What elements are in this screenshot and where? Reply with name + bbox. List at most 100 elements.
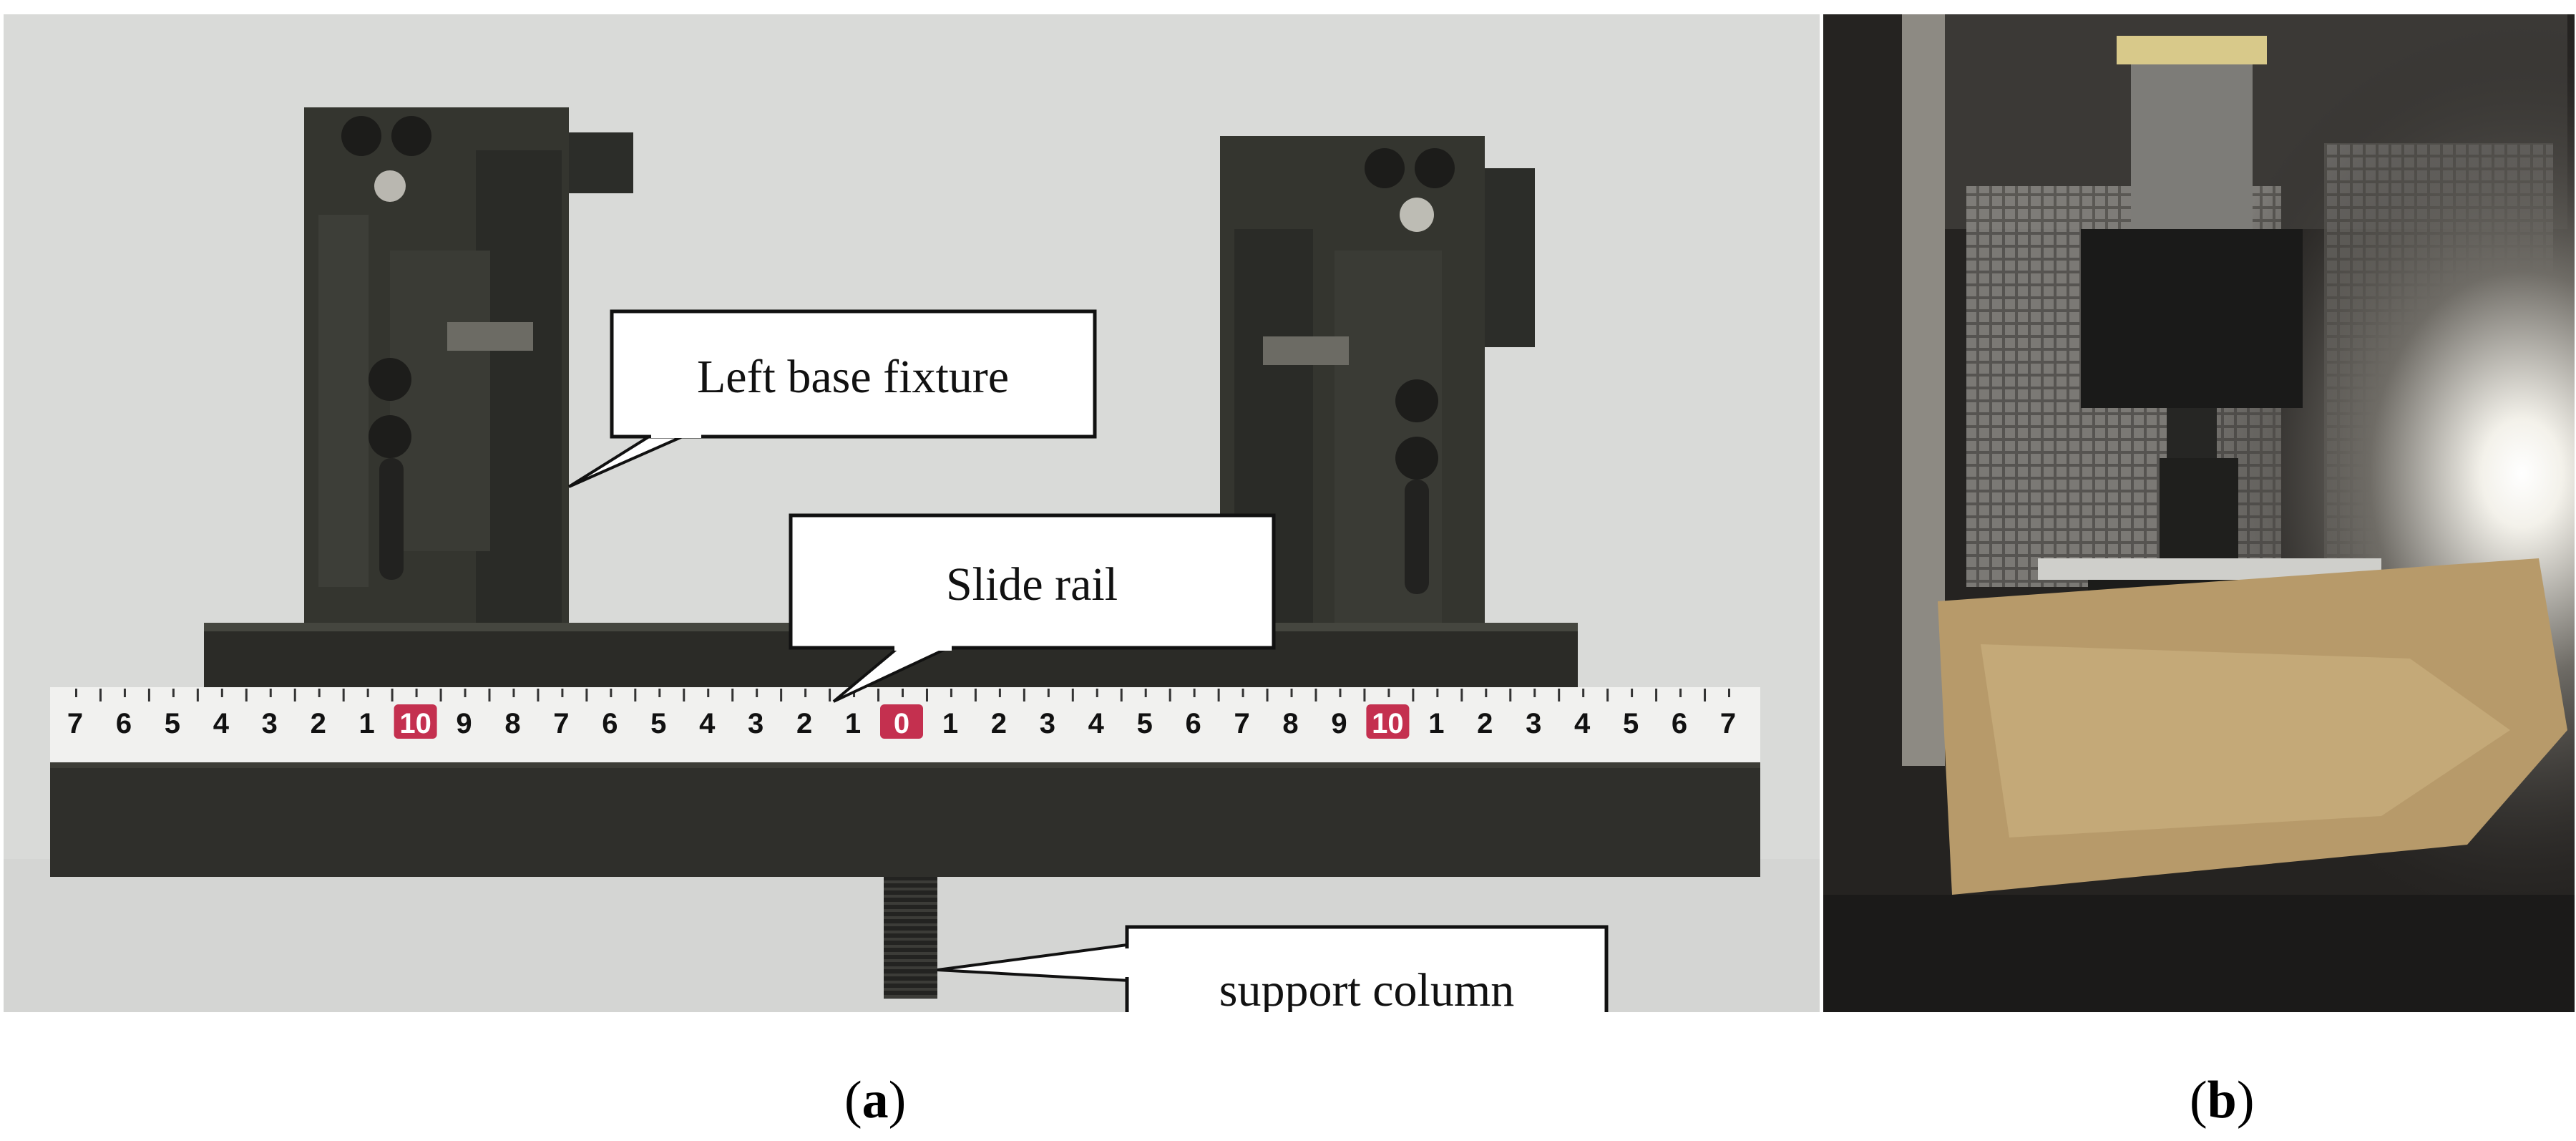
ruler-tick [1047,689,1050,697]
ruler-tick [950,689,952,697]
ruler-tick [1266,689,1269,701]
callout-support-column-text: support column [1219,964,1514,1012]
panel-label-b-letter: b [2207,1071,2237,1130]
ruler-tick [829,689,831,701]
ruler-tick [172,689,175,697]
ruler-tick [731,689,734,701]
ruler-tick [1558,689,1561,701]
ruler-number: 7 [553,708,569,739]
panel-label-a: (a) [844,1070,906,1131]
ruler-number: 7 [1720,708,1736,739]
ruler-tick [1704,689,1707,701]
ruler-number: 10 [399,708,431,739]
ruler-number: 3 [262,708,278,739]
ruler-number: 4 [1574,708,1591,739]
ruler-tick [1606,689,1609,701]
ruler-number: 5 [650,708,666,739]
ruler-number: 6 [1186,708,1201,739]
test-chamber-photo [1823,14,2575,1012]
ruler-tick [1485,689,1488,697]
ruler-tick [1631,689,1634,697]
ruler-tick [1655,689,1658,701]
ruler-tick [1728,689,1730,697]
ruler-tick [902,689,904,697]
ruler-number: 3 [748,708,763,739]
ruler-number: 5 [1623,708,1639,739]
ruler-number: 2 [1477,708,1493,739]
ruler-tick [1314,689,1317,701]
left-fixture-body [304,107,633,623]
ruler-tick [537,689,540,701]
ruler-tick [1217,689,1220,701]
ruler-tick [1339,689,1342,697]
ruler-tick [780,689,783,701]
ruler-tick [75,689,77,697]
ruler-number: 8 [504,708,520,739]
ruler-tick [245,689,248,701]
ruler-tick [1533,689,1536,697]
callout-left-base-fixture: Left base fixture [567,309,1097,488]
ruler-tick [998,689,1001,697]
ruler-red-marker [1366,704,1410,739]
ruler-number: 5 [165,708,180,739]
ruler-tick [439,689,442,701]
ruler-tick [147,689,150,701]
callout-support-column: support column [937,925,1609,1012]
ruler-tick [1290,689,1293,697]
ruler-tick [877,689,880,701]
ruler-tick [391,689,394,701]
ruler-tick [342,689,345,701]
ruler-tick [707,689,710,697]
ruler-number: 5 [1137,708,1153,739]
ruler-red-marker [394,704,437,739]
ruler-number: 1 [942,708,958,739]
ruler-tick [293,689,296,701]
ruler-number: 6 [116,708,132,739]
ruler-tick [1193,689,1196,697]
ruler-number: 1 [359,708,375,739]
ruler-red-marker [880,704,923,739]
ruler-number: 1 [845,708,861,739]
ruler-number: 2 [311,708,326,739]
ruler-number: 8 [1282,708,1298,739]
callout-left-base-fixture-text: Left base fixture [697,351,1009,403]
ruler-number: 7 [1234,708,1249,739]
ruler-tick [634,689,637,701]
ruler-number: 10 [1372,708,1404,739]
panel-label-b-close: ) [2236,1071,2255,1130]
ruler-number: 4 [213,708,230,739]
ruler-tick [1679,689,1682,697]
ruler-number: 9 [1331,708,1347,739]
panel-label-b-open: ( [2190,1071,2207,1130]
ruler-number: 4 [1088,708,1105,739]
ruler-tick [269,689,272,697]
ruler-number: 7 [67,708,83,739]
ruler-tick [366,689,369,697]
test-chamber-graphic [1823,14,2575,1012]
ruler-number: 9 [456,708,472,739]
ruler-tick [585,689,588,701]
ruler-tick [99,689,102,701]
ruler-tick [1412,689,1415,701]
ruler-tick [610,689,613,697]
ruler-tick [220,689,223,697]
panel-label-b: (b) [2190,1070,2254,1131]
ruler-tick [415,689,418,697]
ruler-tick [756,689,758,697]
ruler-number: 3 [1526,708,1541,739]
ruler-tick [1363,689,1366,701]
ruler-tick [512,689,515,697]
ruler-tick [1241,689,1244,697]
ruler-tick [1144,689,1147,697]
ruler-tick [561,689,564,697]
ruler-tick [925,689,928,701]
ruler-tick [123,689,126,697]
ruler-number: 2 [796,708,812,739]
ruler-number: 4 [699,708,716,739]
panel-label-a-close: ) [888,1071,907,1130]
ruler-tick [1023,689,1025,701]
panel-label-a-open: ( [844,1071,862,1130]
